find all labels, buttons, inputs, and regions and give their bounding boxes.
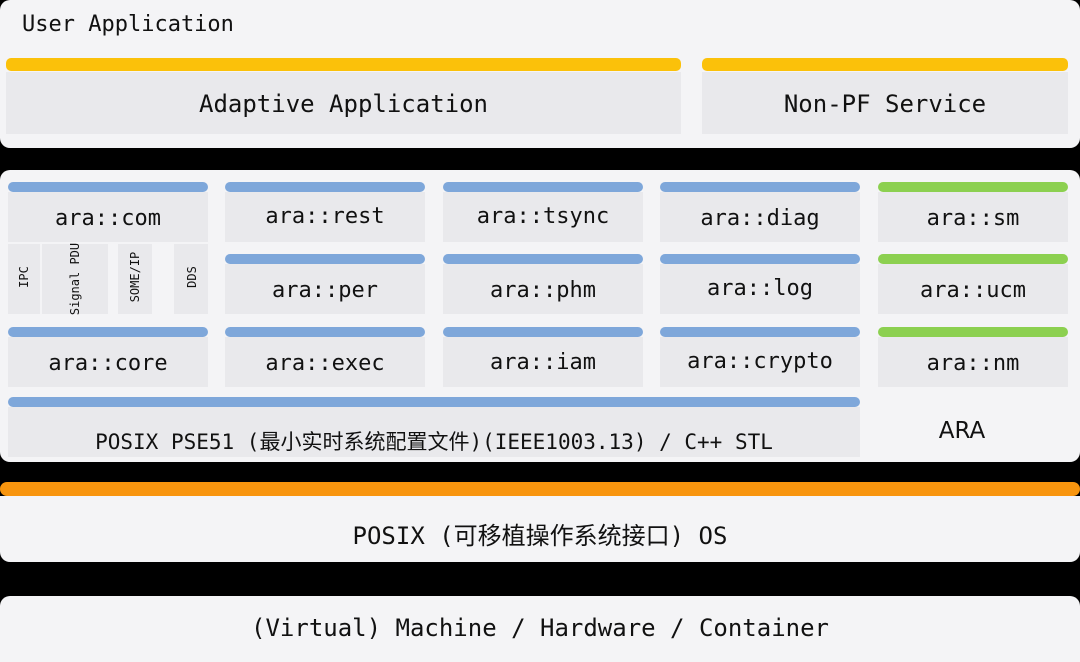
- non-pf-service-box: [702, 72, 1068, 134]
- ara-panel: ara::com IPC Signal PDU SOME/IP DDS ara:…: [0, 170, 1080, 462]
- non-pf-service-bar: [702, 58, 1068, 71]
- ara-exec-label: ara::exec: [265, 351, 385, 376]
- ara-diag-bar: [660, 182, 860, 192]
- adaptive-application-label: Adaptive Application: [199, 90, 488, 118]
- ara-crypto-box: [660, 337, 860, 387]
- ipc-box: [8, 244, 40, 314]
- ara-rest-box: [225, 192, 425, 242]
- ara-tsync-box: [443, 192, 643, 242]
- ara-core-box: [8, 337, 208, 387]
- ara-label: ARA: [938, 418, 986, 444]
- ara-crypto-label: ara::crypto: [687, 349, 833, 374]
- ara-log-box: [660, 264, 860, 314]
- ara-exec-box: [225, 337, 425, 387]
- ara-log-label: ara::log: [707, 276, 813, 301]
- ara-rest-label: ara::rest: [265, 204, 385, 229]
- user-application-title: User Application: [22, 12, 234, 37]
- posix-pse51-box: [8, 407, 860, 457]
- ara-tsync-bar: [443, 182, 643, 192]
- some-ip-label: SOME/IP: [128, 251, 142, 303]
- ara-core-bar: [8, 327, 208, 337]
- ara-ucm-label: ara::ucm: [920, 278, 1026, 303]
- dds-box: [174, 244, 208, 314]
- ara-com-label: ara::com: [55, 206, 161, 231]
- adaptive-application-bar: [6, 58, 681, 71]
- ara-ucm-bar: [878, 254, 1068, 264]
- posix-pse51-label: POSIX PSE51 (最小实时系统配置文件)(IEEE1003.13) / …: [95, 430, 773, 454]
- adaptive-application-box: [6, 72, 681, 134]
- ara-phm-box: [443, 264, 643, 314]
- ara-sm-bar: [878, 182, 1068, 192]
- ara-iam-box: [443, 337, 643, 387]
- hardware-panel: [0, 596, 1080, 662]
- ara-per-box: [225, 264, 425, 314]
- ara-diag-label: ara::diag: [700, 206, 820, 231]
- ara-rest-bar: [225, 182, 425, 192]
- ara-nm-box: [878, 337, 1068, 387]
- ara-per-label: ara::per: [272, 278, 378, 303]
- os-label: POSIX (可移植操作系统接口) OS: [352, 522, 728, 550]
- ara-ucm-box: [878, 264, 1068, 314]
- ara-iam-bar: [443, 327, 643, 337]
- hardware-label: (Virtual) Machine / Hardware / Container: [251, 614, 829, 642]
- user-application-panel: User Application Adaptive Application No…: [0, 0, 1080, 148]
- ara-core-label: ara::core: [48, 351, 168, 376]
- posix-pse51-bar: [8, 397, 860, 407]
- ara-com-bar: [8, 182, 208, 192]
- ara-sm-box: [878, 192, 1068, 242]
- ara-crypto-bar: [660, 327, 860, 337]
- non-pf-service-label: Non-PF Service: [783, 90, 987, 118]
- some-ip-box: [118, 244, 152, 314]
- ara-sm-label: ara::sm: [926, 206, 1020, 231]
- ara-diag-box: [660, 192, 860, 242]
- ara-phm-bar: [443, 254, 643, 264]
- signal-pdu-box: [42, 244, 108, 314]
- ipc-label: IPC: [17, 266, 31, 288]
- dds-label: DDS: [185, 266, 199, 288]
- ara-iam-label: ara::iam: [490, 350, 596, 375]
- os-panel: [0, 496, 1080, 562]
- ara-tsync-label: ara::tsync: [476, 204, 610, 229]
- ara-nm-bar: [878, 327, 1068, 337]
- ara-nm-label: ara::nm: [926, 351, 1020, 376]
- ara-com-box: [8, 192, 208, 242]
- ara-phm-label: ara::phm: [490, 278, 596, 303]
- signal-pdu-label: Signal PDU: [68, 242, 82, 316]
- os-bar: [0, 482, 1080, 496]
- ara-per-bar: [225, 254, 425, 264]
- ara-log-bar: [660, 254, 860, 264]
- ara-exec-bar: [225, 327, 425, 337]
